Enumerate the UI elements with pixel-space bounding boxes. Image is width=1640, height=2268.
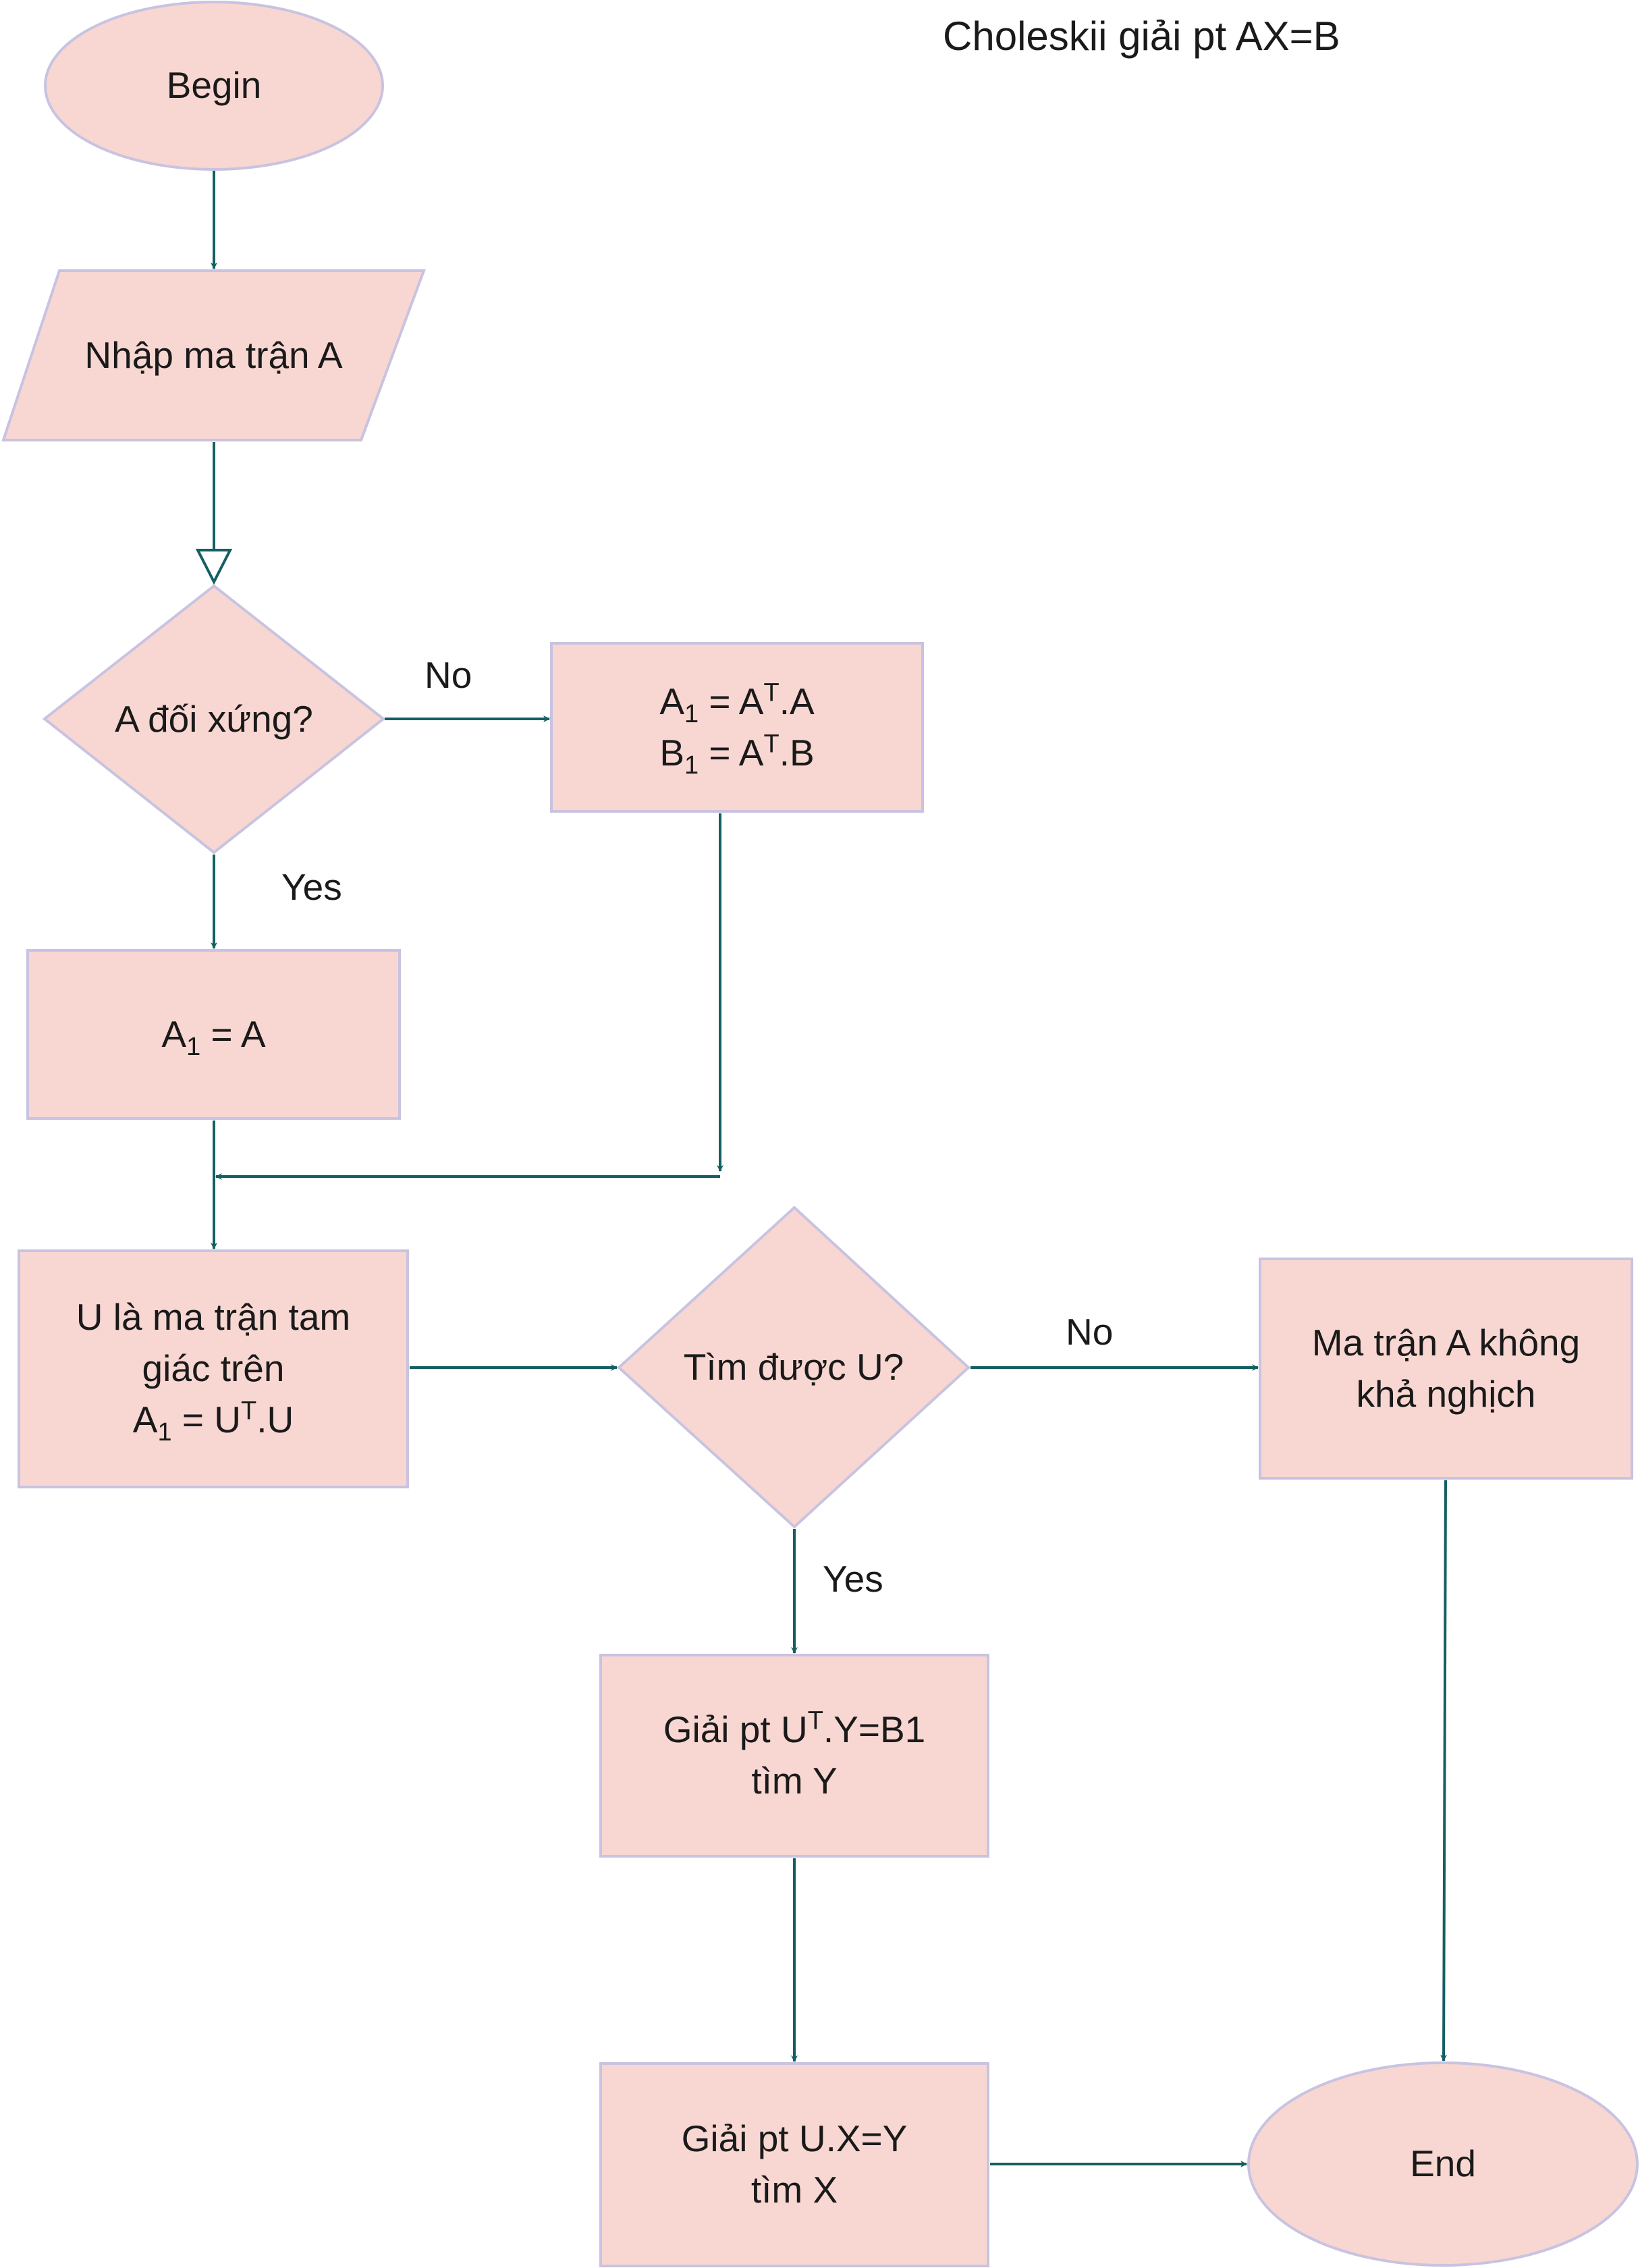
- edge-not-invertible-to-end: [1440, 1480, 1448, 2061]
- end-label: End: [1410, 2142, 1476, 2185]
- solve-y-process-box: [599, 1654, 989, 1858]
- input-label: Nhập ma trận A: [84, 333, 343, 376]
- assign-process-box: [26, 949, 401, 1120]
- symmetric-yes-edge-label: Yes: [281, 866, 342, 908]
- solve-x-label: Giải pt U.X=Y tìm X: [681, 2117, 908, 2211]
- diagram-title: Choleskii giải pt AX=B: [943, 14, 1340, 59]
- symmetric-no-edge-label: No: [425, 654, 472, 696]
- found-u-decision-label: Tìm được U?: [683, 1345, 904, 1388]
- input-parallelogram: [1, 269, 426, 441]
- assign-label: A1 = A: [161, 1013, 266, 1061]
- solve-y-label: Giải pt UT.Y=B1 tìm Y: [663, 1706, 926, 1802]
- not-invertible-box: [1259, 1258, 1633, 1480]
- found-u-yes-edge-label: Yes: [823, 1558, 883, 1600]
- found-u-no-edge-label: No: [1066, 1311, 1114, 1353]
- decompose-process-box: [18, 1249, 409, 1488]
- decompose-label: U là ma trận tam giác trên A1 = UT.U: [76, 1296, 351, 1447]
- hollow-arrowhead-icon: [195, 549, 233, 585]
- begin-label: Begin: [166, 64, 262, 107]
- transform-label: A1 = AT.A B1 = AT.B: [659, 678, 815, 780]
- end-terminator: [1247, 2061, 1639, 2267]
- transform-process-box: [550, 642, 924, 813]
- not-invertible-label: Ma trận A không khả nghịch: [1311, 1321, 1581, 1415]
- begin-terminator: [44, 1, 384, 171]
- symmetric-decision-diamond: [42, 584, 386, 855]
- symmetric-decision-label: A đối xứng?: [115, 697, 313, 740]
- solve-x-process-box: [599, 2062, 989, 2267]
- found-u-decision-diamond: [617, 1206, 971, 1529]
